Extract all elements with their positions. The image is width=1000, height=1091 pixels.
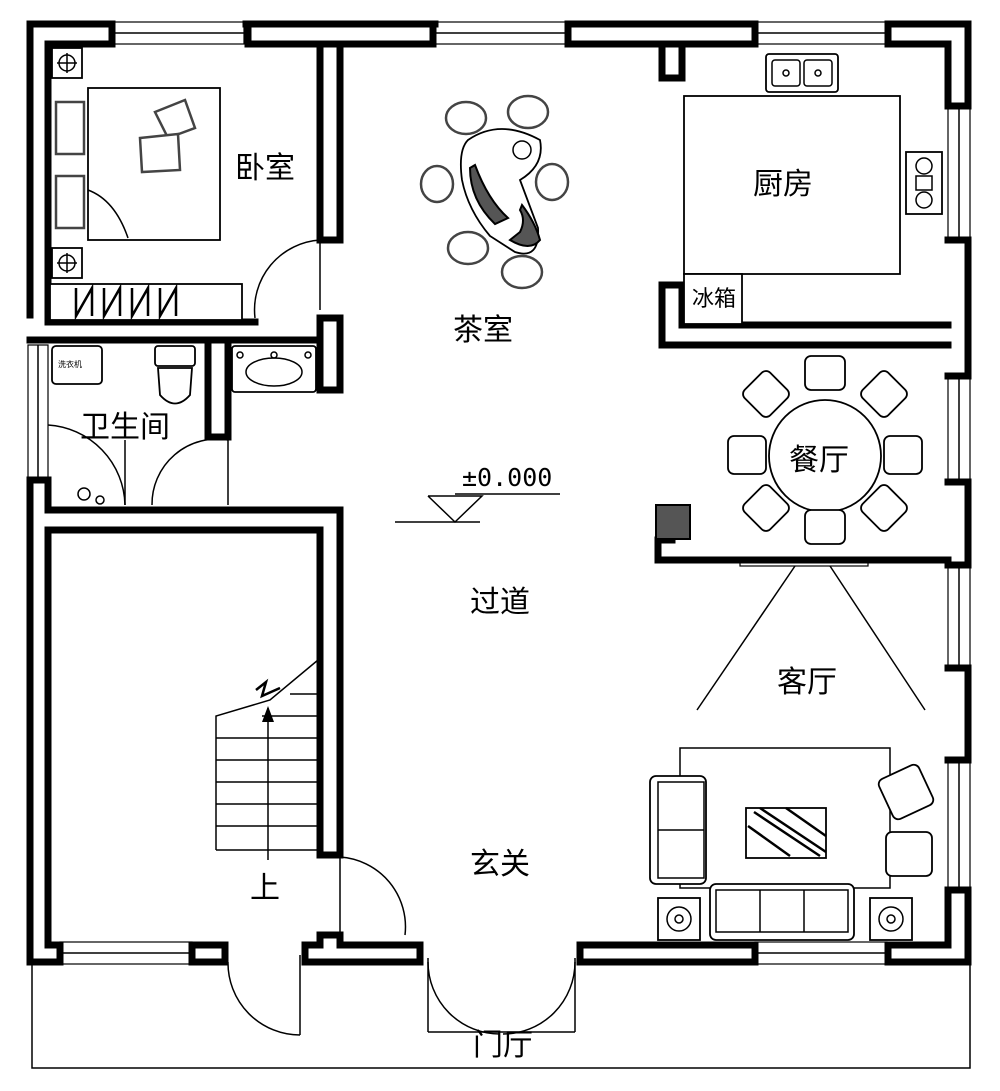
bathroom-fixtures: 洗衣机 [51,345,317,505]
bedroom-furniture [49,47,243,321]
living-room-label: 客厅 [777,665,837,700]
bedroom-label: 卧室 [235,151,295,186]
stair-up-label: 上 [250,871,280,906]
kitchen-fixtures: 冰箱 [683,53,943,325]
kitchen-label: 厨房 [753,167,813,202]
dining-label: 餐厅 [789,443,849,478]
doors [47,239,576,1036]
washer-label: 洗衣机 [58,359,82,369]
elevation-text: ±0.000 [462,463,552,492]
entrance-label: 玄关 [470,847,530,882]
corridor-label: 过道 [470,585,530,620]
tv-view-lines [696,565,926,711]
elevation-marker: ±0.000 [395,463,560,524]
fridge-label: 冰箱 [692,287,736,312]
living-furniture [649,747,935,941]
room-labels: 卧室 厨房 茶室 卫生间 餐厅 过道 客厅 玄关 上 门厅 [80,151,849,1063]
tea-table [419,94,570,290]
walls [26,20,972,966]
porch-label: 门厅 [473,1028,533,1063]
staircase [215,659,319,860]
bathroom-label: 卫生间 [80,410,170,445]
dining-set [655,355,923,545]
tea-room-label: 茶室 [453,313,513,348]
